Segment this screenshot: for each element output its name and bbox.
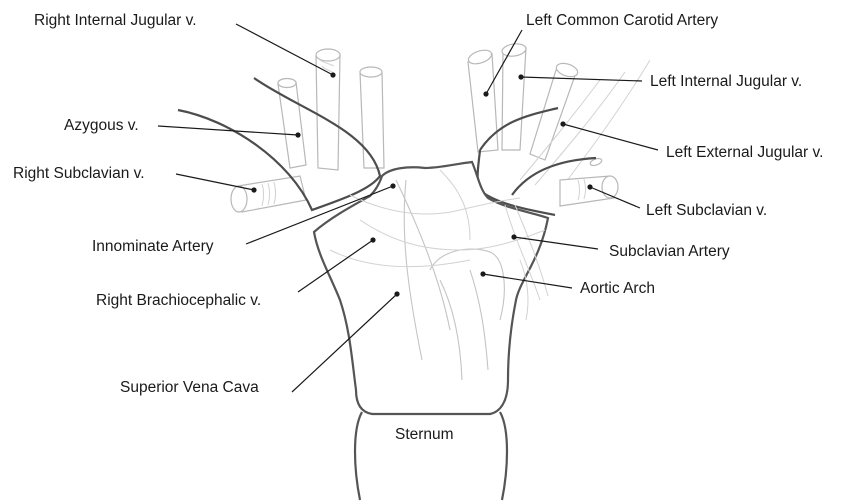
label-right-brachiocephalic: Right Brachiocephalic v. bbox=[96, 292, 261, 309]
label-right-internal-jugular: Right Internal Jugular v. bbox=[34, 12, 197, 29]
label-left-subclavian: Left Subclavian v. bbox=[646, 202, 767, 219]
label-azygous: Azygous v. bbox=[64, 117, 139, 134]
dot-right-brachiocephalic bbox=[370, 237, 375, 242]
label-left-common-carotid: Left Common Carotid Artery bbox=[526, 12, 718, 29]
leader-left-external-jugular bbox=[563, 124, 658, 150]
dot-right-internal-jugular bbox=[330, 72, 335, 77]
label-subclavian-artery: Subclavian Artery bbox=[609, 243, 730, 260]
left-neck-vessels bbox=[467, 42, 650, 190]
dot-subclavian-artery bbox=[511, 234, 516, 239]
label-right-subclavian: Right Subclavian v. bbox=[13, 165, 145, 182]
thorax-body bbox=[314, 162, 548, 414]
label-left-internal-jugular: Left Internal Jugular v. bbox=[650, 73, 802, 90]
dot-left-common-carotid bbox=[483, 91, 488, 96]
dot-azygous bbox=[295, 132, 300, 137]
dot-left-internal-jugular bbox=[518, 74, 523, 79]
leader-left-internal-jugular bbox=[521, 77, 642, 81]
dot-left-subclavian bbox=[587, 184, 592, 189]
dot-innominate-artery bbox=[390, 183, 395, 188]
leader-right-internal-jugular bbox=[236, 24, 333, 75]
label-aortic-arch: Aortic Arch bbox=[580, 280, 655, 297]
left-subclavian-shape bbox=[560, 157, 618, 206]
label-innominate-artery: Innominate Artery bbox=[92, 238, 214, 255]
label-left-external-jugular: Left External Jugular v. bbox=[666, 144, 823, 161]
dot-aortic-arch bbox=[480, 271, 485, 276]
dot-superior-vena-cava bbox=[394, 291, 399, 296]
label-superior-vena-cava: Superior Vena Cava bbox=[120, 379, 259, 396]
label-sternum: Sternum bbox=[395, 426, 454, 443]
dot-left-external-jugular bbox=[560, 121, 565, 126]
dot-right-subclavian bbox=[251, 187, 256, 192]
leader-right-subclavian bbox=[176, 174, 254, 190]
